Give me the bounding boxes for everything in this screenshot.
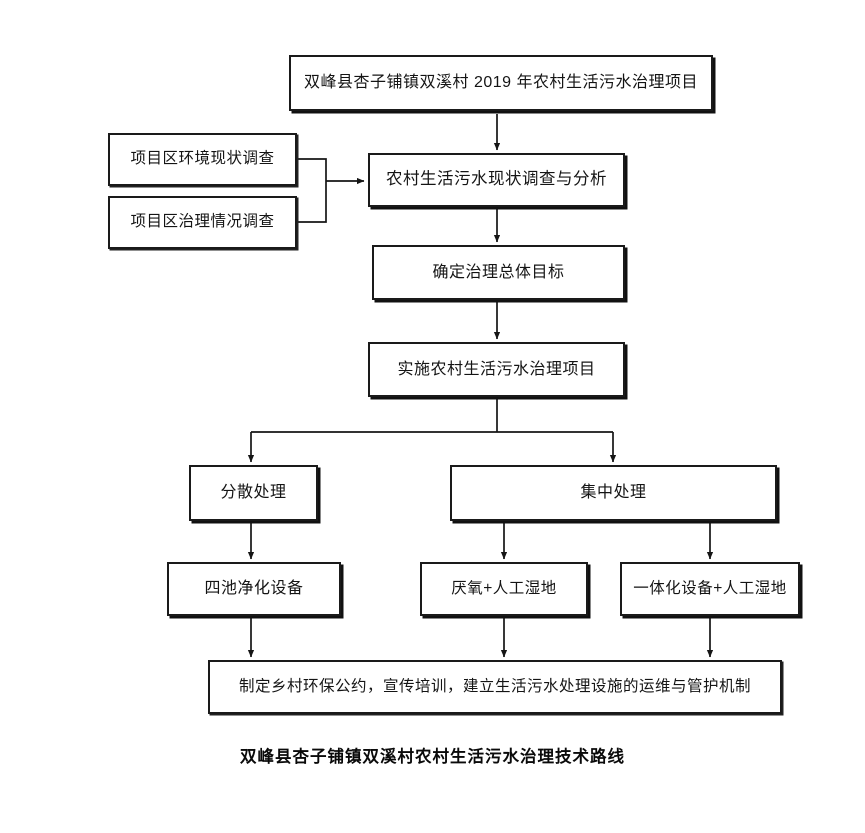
node-governance-survey-label: 项目区治理情况调查 [130, 213, 275, 231]
node-management-mechanism-label: 制定乡村环保公约，宣传培训，建立生活污水处理设施的运维与管护机制 [238, 677, 751, 695]
node-governance-survey: 项目区治理情况调查 [108, 196, 297, 249]
node-centralized-treatment: 集中处理 [450, 465, 777, 521]
node-anaerobic-wetland-label: 厌氧+人工湿地 [451, 579, 557, 597]
node-overall-goal: 确定治理总体目标 [372, 245, 625, 300]
node-decentralized-treatment: 分散处理 [189, 465, 318, 521]
node-centralized-treatment-label: 集中处理 [580, 484, 647, 502]
node-project-title: 双峰县杏子铺镇双溪村 2019 年农村生活污水治理项目 [289, 55, 713, 111]
node-sewage-status-analysis-label: 农村生活污水现状调查与分析 [386, 170, 607, 189]
node-decentralized-treatment-label: 分散处理 [220, 484, 287, 502]
node-integrated-equipment-wetland-label: 一体化设备+人工湿地 [633, 579, 787, 597]
node-anaerobic-wetland: 厌氧+人工湿地 [420, 562, 588, 616]
node-project-title-label: 双峰县杏子铺镇双溪村 2019 年农村生活污水治理项目 [304, 74, 698, 92]
node-four-pond-purification-label: 四池净化设备 [204, 580, 304, 598]
node-implement-project: 实施农村生活污水治理项目 [368, 342, 625, 397]
node-sewage-status-analysis: 农村生活污水现状调查与分析 [368, 153, 625, 207]
figure-caption: 双峰县杏子铺镇双溪村农村生活污水治理技术路线 [240, 748, 625, 766]
node-environment-survey-label: 项目区环境现状调查 [130, 150, 275, 168]
edge-env-survey-merge [297, 158, 327, 181]
node-environment-survey: 项目区环境现状调查 [108, 133, 297, 186]
node-four-pond-purification: 四池净化设备 [167, 562, 341, 616]
node-management-mechanism: 制定乡村环保公约，宣传培训，建立生活污水处理设施的运维与管护机制 [208, 660, 782, 714]
node-overall-goal-label: 确定治理总体目标 [432, 263, 565, 281]
node-implement-project-label: 实施农村生活污水治理项目 [397, 360, 596, 378]
node-integrated-equipment-wetland: 一体化设备+人工湿地 [620, 562, 800, 616]
edge-gov-survey-merge [297, 181, 327, 223]
